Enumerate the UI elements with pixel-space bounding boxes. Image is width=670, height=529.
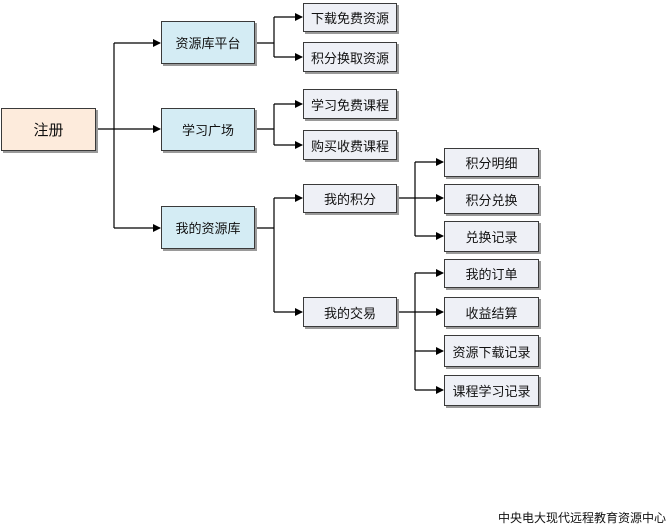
- source-caption: 中央电大现代远程教育资源中心: [497, 511, 666, 525]
- course-study-records-node: 课程学习记录: [444, 375, 539, 406]
- resource-download-records-node: 资源下载记录: [444, 335, 539, 367]
- my-orders-node: 我的订单: [444, 259, 539, 288]
- earnings-settlement-node: 收益结算: [444, 297, 539, 327]
- download-free-resources-node: 下载免费资源: [303, 3, 397, 32]
- my-trades-node: 我的交易: [303, 297, 397, 327]
- my-points-node: 我的积分: [303, 184, 397, 213]
- points-exchange-resources-node: 积分换取资源: [303, 42, 397, 72]
- my-library-node: 我的资源库: [161, 206, 255, 249]
- points-detail-node: 积分明细: [444, 148, 539, 177]
- resource-platform-node: 资源库平台: [161, 21, 255, 64]
- buy-paid-courses-node: 购买收费课程: [303, 130, 397, 160]
- register-node: 注册: [1, 108, 96, 151]
- points-redeem-node: 积分兑换: [444, 184, 539, 214]
- redeem-records-node: 兑换记录: [444, 221, 539, 252]
- study-free-courses-node: 学习免费课程: [303, 89, 397, 119]
- study-square-node: 学习广场: [161, 108, 255, 151]
